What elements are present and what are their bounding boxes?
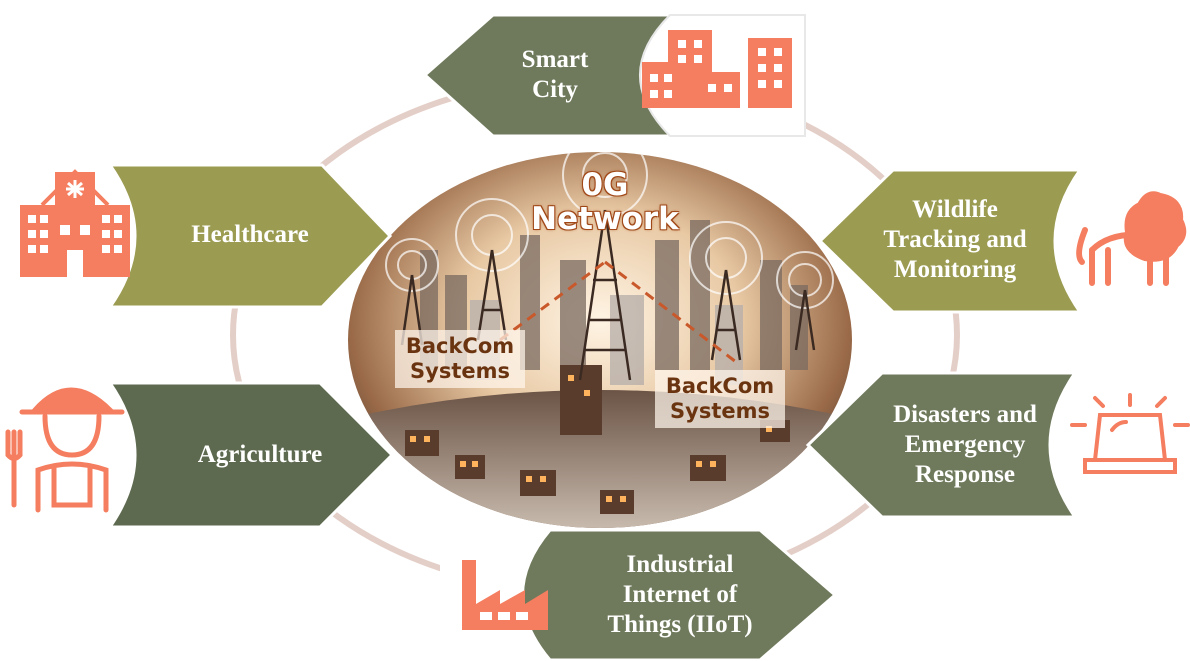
emergency-siren-icon <box>1070 393 1190 474</box>
backcom-systems-left: BackCom Systems <box>395 330 525 388</box>
city-buildings-icon <box>642 30 792 108</box>
iiot-label: Industrial Internet of Things (IIoT) <box>607 551 753 638</box>
wildlife-label: Wildlife Tracking and Monitoring <box>883 196 1027 283</box>
factory-icon <box>462 560 548 630</box>
disasters-label: Disasters and Emergency Response <box>893 401 1037 488</box>
smart-city-arrow <box>422 13 672 138</box>
disasters-icon-bubble <box>1050 373 1190 517</box>
lion-icon <box>1076 191 1187 286</box>
healthcare-arrow <box>107 163 393 309</box>
agriculture-arrow <box>107 381 395 529</box>
wildlife-tile[interactable] <box>817 168 1190 314</box>
hub-title: 0G Network <box>531 167 679 237</box>
disasters-tile[interactable] <box>805 371 1190 519</box>
agriculture-label: Agriculture <box>197 441 323 468</box>
hospital-icon <box>20 169 130 277</box>
smart-city-label: Smart City <box>521 46 589 103</box>
backcom-systems-right: BackCom Systems <box>655 370 785 428</box>
healthcare-label: Healthcare <box>191 221 309 248</box>
farmer-icon <box>5 387 125 513</box>
